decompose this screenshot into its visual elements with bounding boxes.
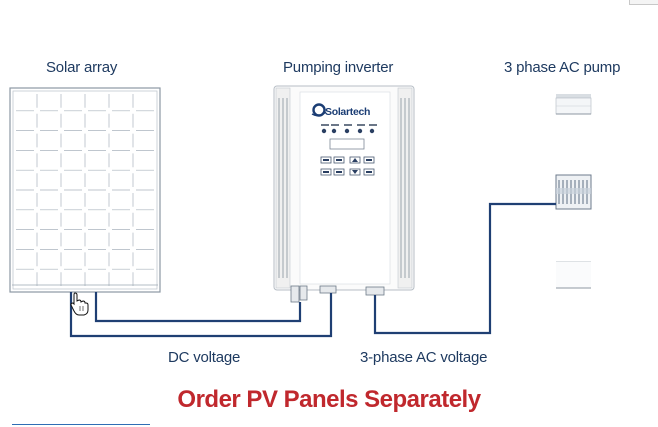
pumping-inverter-unit [273, 85, 415, 303]
hand-pointer-icon [70, 292, 89, 316]
wiring [69, 202, 556, 338]
window-corner-widget [629, 0, 658, 5]
pump-unit [555, 94, 592, 289]
solartech-logo-icon [311, 103, 327, 117]
solar-panel [9, 87, 161, 293]
ac-voltage-label: 3-phase AC voltage [360, 349, 488, 366]
dc-voltage-label: DC voltage [168, 349, 241, 366]
pump-label: 3 phase AC pump [504, 59, 621, 76]
dc-wire-negative [94, 292, 302, 323]
ac-wire [373, 202, 556, 335]
pumping-inverter-label: Pumping inverter [283, 59, 394, 76]
inverter-brand-text: Solartech [325, 106, 370, 118]
solar-array-label: Solar array [46, 59, 118, 76]
dc-wire-positive [69, 292, 333, 338]
order-panels-notice: Order PV Panels Separately [177, 386, 481, 413]
divider-line [12, 424, 150, 425]
